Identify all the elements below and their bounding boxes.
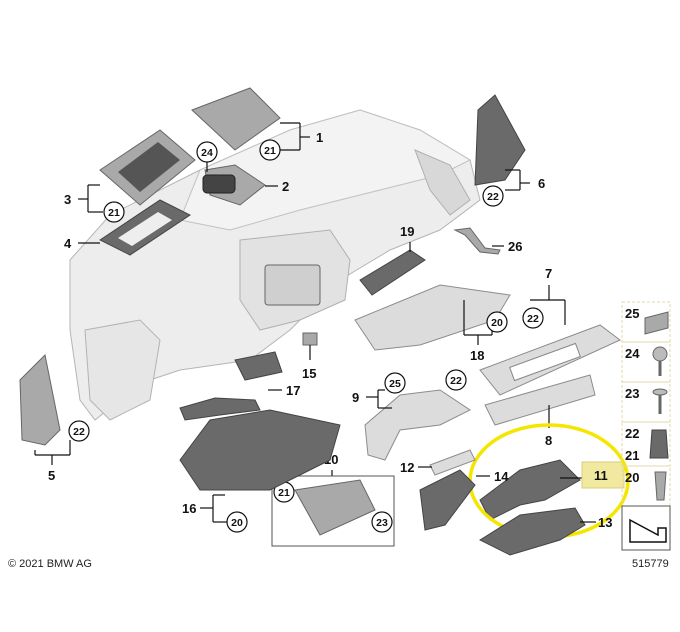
label-22-c: 22	[527, 313, 539, 325]
callout-1[interactable]: 1 21	[259, 122, 323, 161]
callout-2[interactable]: 2 24	[196, 141, 289, 194]
callout-15[interactable]: 15	[302, 345, 316, 381]
small-part-21[interactable]: 21	[625, 448, 639, 463]
label-6: 6	[538, 176, 545, 191]
label-18: 18	[470, 348, 484, 363]
callout-12[interactable]: 12	[400, 460, 432, 475]
callout-3[interactable]: 3 21	[64, 184, 125, 223]
label-17: 17	[286, 383, 300, 398]
diagram-id: 515779	[632, 558, 669, 570]
part-5-shape	[19, 353, 61, 446]
label-16: 16	[182, 501, 196, 516]
part-26-shape	[453, 227, 501, 255]
callout-7[interactable]: 7 22	[522, 266, 566, 329]
part-15-shape	[302, 332, 318, 346]
label-11: 11	[594, 468, 608, 483]
label-20-a: 20	[231, 517, 243, 529]
label-22-a: 22	[73, 426, 85, 438]
small-part-24[interactable]: 24	[625, 346, 668, 376]
dashboard-body	[69, 109, 481, 421]
label-22-d: 22	[450, 375, 462, 387]
small-part-25[interactable]: 25	[625, 306, 669, 335]
label-4: 4	[64, 236, 72, 251]
label-20-c: 20	[625, 470, 639, 485]
callout-6[interactable]: 6 22	[482, 169, 545, 207]
label-14: 14	[494, 469, 509, 484]
small-part-22[interactable]: 22	[625, 426, 669, 459]
label-22-b: 22	[487, 191, 499, 203]
callout-9[interactable]: 9 25 22	[352, 369, 467, 409]
part-8-shape	[484, 374, 596, 426]
part-19-shape	[359, 249, 426, 296]
label-5: 5	[48, 468, 55, 483]
label-2: 2	[282, 179, 289, 194]
label-21-c: 21	[278, 487, 290, 499]
callout-26[interactable]: 26	[492, 239, 522, 254]
part-17-shape	[234, 351, 283, 381]
label-8: 8	[545, 433, 552, 448]
callout-4[interactable]: 4	[64, 236, 100, 251]
part-1-shape	[191, 87, 281, 151]
callout-17[interactable]: 17	[268, 383, 300, 398]
part-12-shape	[429, 449, 476, 476]
callout-10[interactable]: 10 21 23	[271, 452, 395, 547]
label-3: 3	[64, 192, 71, 207]
part-9-shape	[364, 389, 471, 461]
label-20-b: 20	[491, 317, 503, 329]
callout-19[interactable]: 19	[400, 224, 414, 252]
label-24-a: 24	[201, 147, 213, 159]
part-18-shape	[354, 284, 511, 351]
label-24-b: 24	[625, 346, 640, 361]
callout-14[interactable]: 14	[476, 469, 509, 484]
label-7: 7	[545, 266, 552, 281]
small-part-20[interactable]: 20	[625, 470, 667, 501]
label-21-a: 21	[264, 145, 276, 157]
label-12: 12	[400, 460, 414, 475]
label-13: 13	[598, 515, 612, 530]
label-1: 1	[316, 130, 323, 145]
label-23-b: 23	[625, 386, 639, 401]
small-parts-column: 25 24 23 22 21 20	[621, 301, 671, 551]
part-16-shape	[179, 409, 341, 491]
small-part-23[interactable]: 23	[625, 386, 668, 414]
part-14-shape	[419, 469, 476, 531]
label-22-e: 22	[625, 426, 639, 441]
label-26: 26	[508, 239, 522, 254]
label-21-b: 21	[108, 207, 120, 219]
part-13-shape	[478, 507, 586, 556]
callout-5[interactable]: 5 22	[34, 420, 90, 483]
label-25-b: 25	[625, 306, 639, 321]
callout-18[interactable]: 18 20	[463, 300, 508, 363]
part-6-shape	[474, 94, 526, 186]
part-11-shape	[479, 459, 581, 521]
label-15: 15	[302, 366, 316, 381]
copyright-text: © 2021 BMW AG	[8, 558, 92, 570]
arrow-icon	[629, 518, 667, 543]
label-9: 9	[352, 390, 359, 405]
label-25-a: 25	[389, 378, 401, 390]
callout-16[interactable]: 16 20	[182, 494, 248, 533]
label-19: 19	[400, 224, 414, 239]
label-23-a: 23	[376, 517, 388, 529]
callout-13[interactable]: 13	[580, 515, 612, 530]
label-21-d: 21	[625, 448, 639, 463]
